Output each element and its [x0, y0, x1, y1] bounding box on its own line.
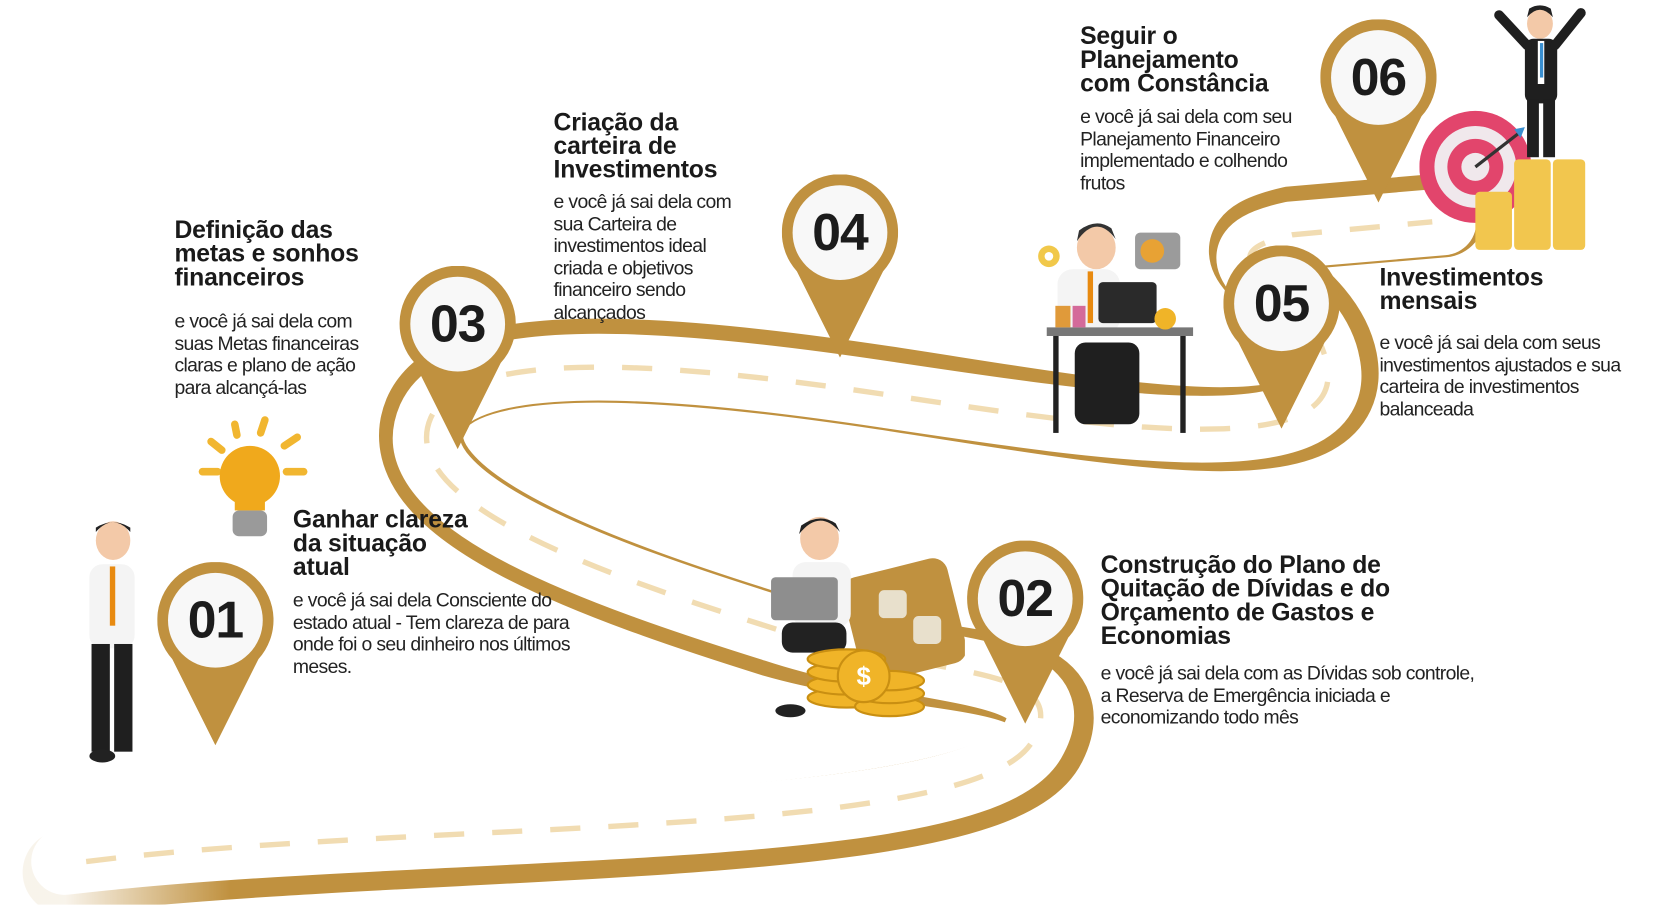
confused-man-illustration	[89, 521, 135, 763]
step-title: Seguir o Planejamento com Constância	[1080, 21, 1269, 97]
svg-text:$: $	[856, 663, 870, 691]
step-02-pin: 02	[967, 540, 1084, 724]
man-with-laptop-and-coins-illustration: $	[771, 516, 965, 718]
map-pin-icon	[1223, 245, 1340, 429]
step-03-text: Definição das metas e sonhos financeiros…	[174, 215, 384, 399]
step-description: e você já sai dela com sua Carteira de i…	[553, 190, 732, 323]
step-number: 03	[430, 295, 486, 353]
step-number: 06	[1350, 48, 1407, 107]
map-pin-icon	[399, 265, 516, 450]
step-description: e você já sai dela com suas Metas financ…	[174, 310, 359, 398]
step-06-pin: 06	[1320, 19, 1437, 203]
step-description: e você já sai dela com as Dívidas sob co…	[1100, 662, 1475, 728]
step-number: 01	[187, 591, 244, 649]
map-pin-icon	[1320, 19, 1437, 203]
winner-on-podium-with-target-illustration	[1419, 5, 1586, 250]
step-title: Criação da carteira de Investimentos	[553, 107, 718, 184]
step-title: Definição das metas e sonhos financeiros	[174, 215, 359, 291]
step-number: 05	[1253, 275, 1310, 333]
step-description: e você já sai dela com seu Planejamento …	[1080, 105, 1292, 194]
step-description: e você já sai dela com seus investimento…	[1379, 331, 1622, 420]
step-title: Investimentos mensais	[1379, 262, 1544, 315]
step-06-text: Seguir o Planejamento com Constância e v…	[1080, 21, 1328, 194]
man-at-desk-illustration	[1038, 223, 1194, 433]
step-title: Ganhar clareza da situação atual	[292, 505, 468, 581]
map-pin-icon	[781, 174, 899, 358]
step-number: 04	[812, 204, 868, 262]
step-04-pin: 04	[781, 174, 899, 358]
map-pin-icon	[157, 561, 274, 746]
step-05-pin: 05	[1223, 245, 1340, 429]
step-04-text: Criação da carteira de Investimentos e v…	[553, 107, 759, 323]
step-number: 02	[997, 570, 1054, 628]
step-05-text: Investimentos mensais e você já sai dela…	[1379, 262, 1628, 420]
step-03-pin: 03	[399, 265, 516, 450]
lightbulb-icon	[198, 416, 308, 537]
step-01-pin: 01	[157, 561, 274, 746]
step-02-text: Construção do Plano de Quitação de Dívid…	[1101, 552, 1489, 728]
step-01-text: Ganhar clareza da situação atual e você …	[293, 507, 584, 677]
step-description: e você já sai dela Consciente do estado …	[292, 589, 571, 677]
step-title: Construção do Plano de Quitação de Dívid…	[1100, 550, 1391, 650]
map-pin-icon	[967, 540, 1084, 724]
